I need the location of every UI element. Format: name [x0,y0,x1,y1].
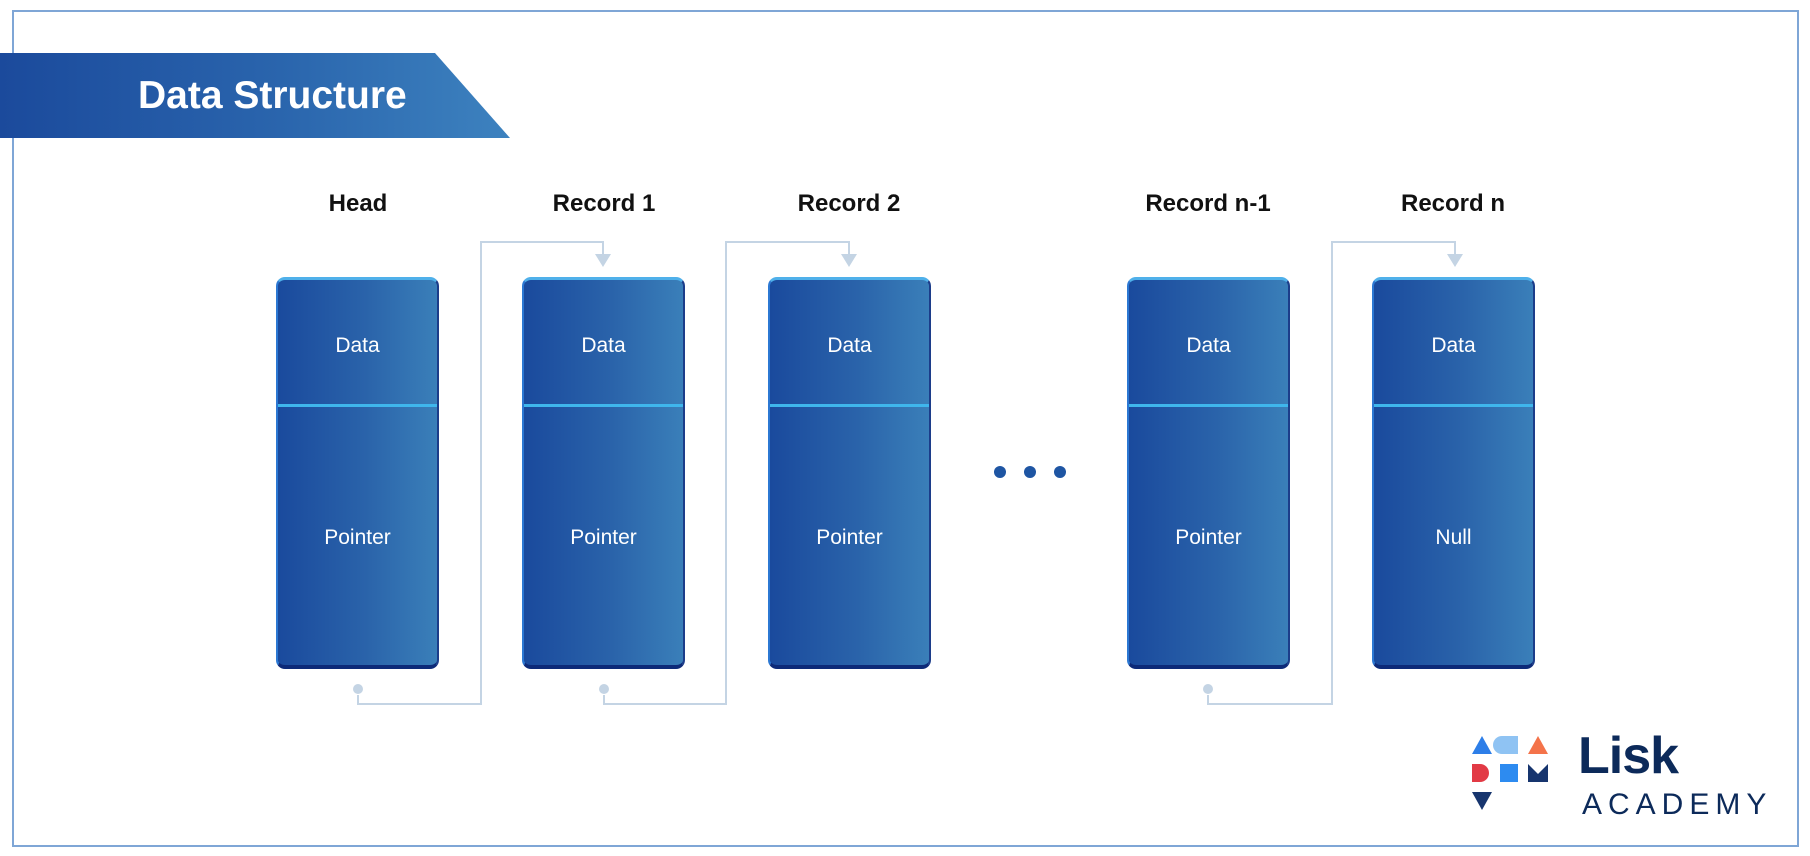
logo-wordmark: Lisk [1578,727,1679,785]
connector-start-dot [599,684,609,694]
node-head: Data Pointer [276,277,439,669]
node-divider [1374,404,1533,407]
node-record-2: Data Pointer [768,277,931,669]
node-record-1: Data Pointer [522,277,685,669]
node-record-n: Data Null [1372,277,1535,669]
node-divider [1129,404,1288,407]
node-divider [524,404,683,407]
node-label-record-n: Record n [1400,190,1505,217]
connector-record-n-1-to-record-n [1207,241,1456,705]
ellipsis-dot [1054,466,1066,478]
ellipsis-dot [1024,466,1036,478]
arrowhead-icon [1447,254,1463,267]
arrowhead-icon [841,254,857,267]
connector-record-1-to-record-2 [603,241,850,705]
ellipsis-dot [994,466,1006,478]
node-pointer-cell: Pointer [816,526,883,549]
title-banner [0,53,510,138]
page-title: Data Structure [138,74,407,117]
node-data-cell: Data [335,334,380,357]
lisk-academy-icon [1472,736,1548,810]
node-label-record-n-1: Record n-1 [1145,190,1271,217]
node-label-record-2: Record 2 [797,190,901,217]
node-divider [278,404,437,407]
node-label-head: Head [328,190,388,217]
arrowhead-icon [595,254,611,267]
connector-start-dot [353,684,363,694]
node-pointer-cell: Pointer [1175,526,1242,549]
node-pointer-cell: Pointer [570,526,637,549]
lisk-academy-logo: Lisk ACADEMY [1468,728,1788,823]
connector-start-dot [1203,684,1213,694]
node-data-cell: Data [827,334,872,357]
connector-head-to-record-1 [357,241,604,705]
node-pointer-cell: Pointer [324,526,391,549]
ellipsis-dots [990,466,1070,480]
node-label-record-1: Record 1 [552,190,656,217]
node-record-n-1: Data Pointer [1127,277,1290,669]
node-data-cell: Data [1431,334,1476,357]
logo-subtitle: ACADEMY [1582,788,1773,821]
node-data-cell: Data [581,334,626,357]
node-data-cell: Data [1186,334,1231,357]
diagram-frame [12,10,1799,847]
node-null-cell: Null [1435,526,1472,549]
node-divider [770,404,929,407]
